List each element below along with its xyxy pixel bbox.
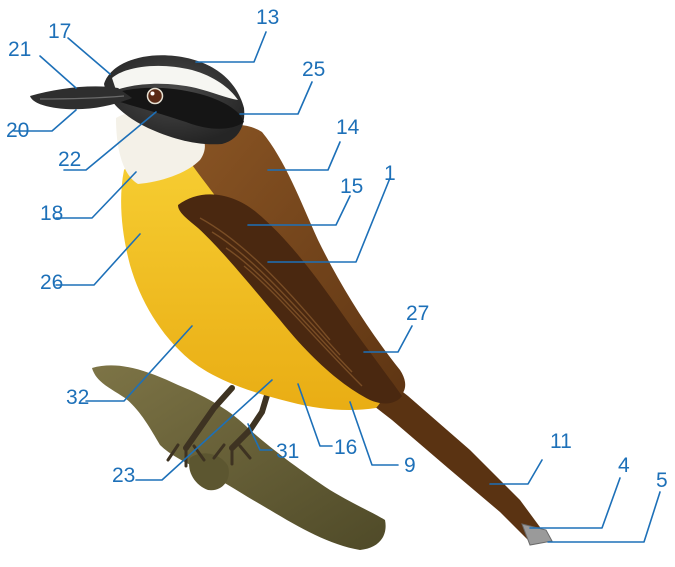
label-4: 4: [618, 454, 630, 477]
label-22: 22: [58, 148, 81, 171]
leader-27: [363, 325, 413, 353]
bird-wing: [178, 194, 402, 404]
leader-18: [55, 171, 137, 219]
bird-leg-front: [183, 385, 235, 451]
bird-eye-highlight: [150, 91, 155, 96]
bird-foot: [166, 443, 252, 468]
bird-beak-line: [39, 95, 125, 100]
label-27: 27: [406, 302, 429, 325]
leader-26: [55, 233, 141, 286]
branch-knot: [189, 453, 229, 491]
leader-32: [85, 325, 193, 402]
leader-lines: [13, 31, 661, 543]
leader-5: [547, 491, 661, 543]
leader-23: [135, 379, 273, 481]
label-16: 16: [334, 436, 357, 459]
leader-14: [267, 141, 341, 171]
label-21: 21: [8, 38, 31, 61]
leader-1: [267, 177, 391, 263]
label-20: 20: [6, 119, 29, 142]
bird-illustration: [30, 55, 553, 550]
leader-31: [247, 423, 273, 451]
label-15: 15: [340, 175, 363, 198]
leader-22: [63, 111, 157, 171]
bird-leg-back: [229, 389, 271, 451]
label-32: 32: [66, 386, 89, 409]
leader-17: [67, 37, 111, 75]
leader-20: [13, 109, 77, 132]
label-9: 9: [404, 454, 416, 477]
leader-25: [239, 81, 313, 115]
label-25: 25: [302, 58, 325, 81]
label-11: 11: [550, 430, 572, 453]
label-14: 14: [336, 116, 360, 139]
bird-tail: [356, 368, 548, 540]
leader-21: [39, 55, 77, 89]
leader-4: [529, 477, 621, 529]
leader-16: [297, 383, 333, 447]
label-13: 13: [256, 6, 279, 29]
label-1: 1: [384, 162, 396, 185]
label-31: 31: [276, 440, 299, 463]
branch: [92, 365, 386, 550]
part-labels: 13 17 21 25 20 14 22 1 15 18 26 27 32 11…: [6, 6, 668, 492]
leader-13: [195, 31, 267, 63]
bird-eye: [146, 87, 164, 105]
wing-feather-lines: [199, 217, 363, 387]
leader-9: [349, 401, 399, 466]
label-5: 5: [656, 469, 668, 492]
leader-11: [489, 459, 543, 485]
label-18: 18: [40, 202, 63, 225]
label-17: 17: [48, 20, 71, 43]
bird-eyebrow-stripe: [112, 65, 238, 100]
leader-15: [247, 195, 351, 226]
label-26: 26: [40, 271, 63, 294]
label-23: 23: [112, 464, 135, 487]
